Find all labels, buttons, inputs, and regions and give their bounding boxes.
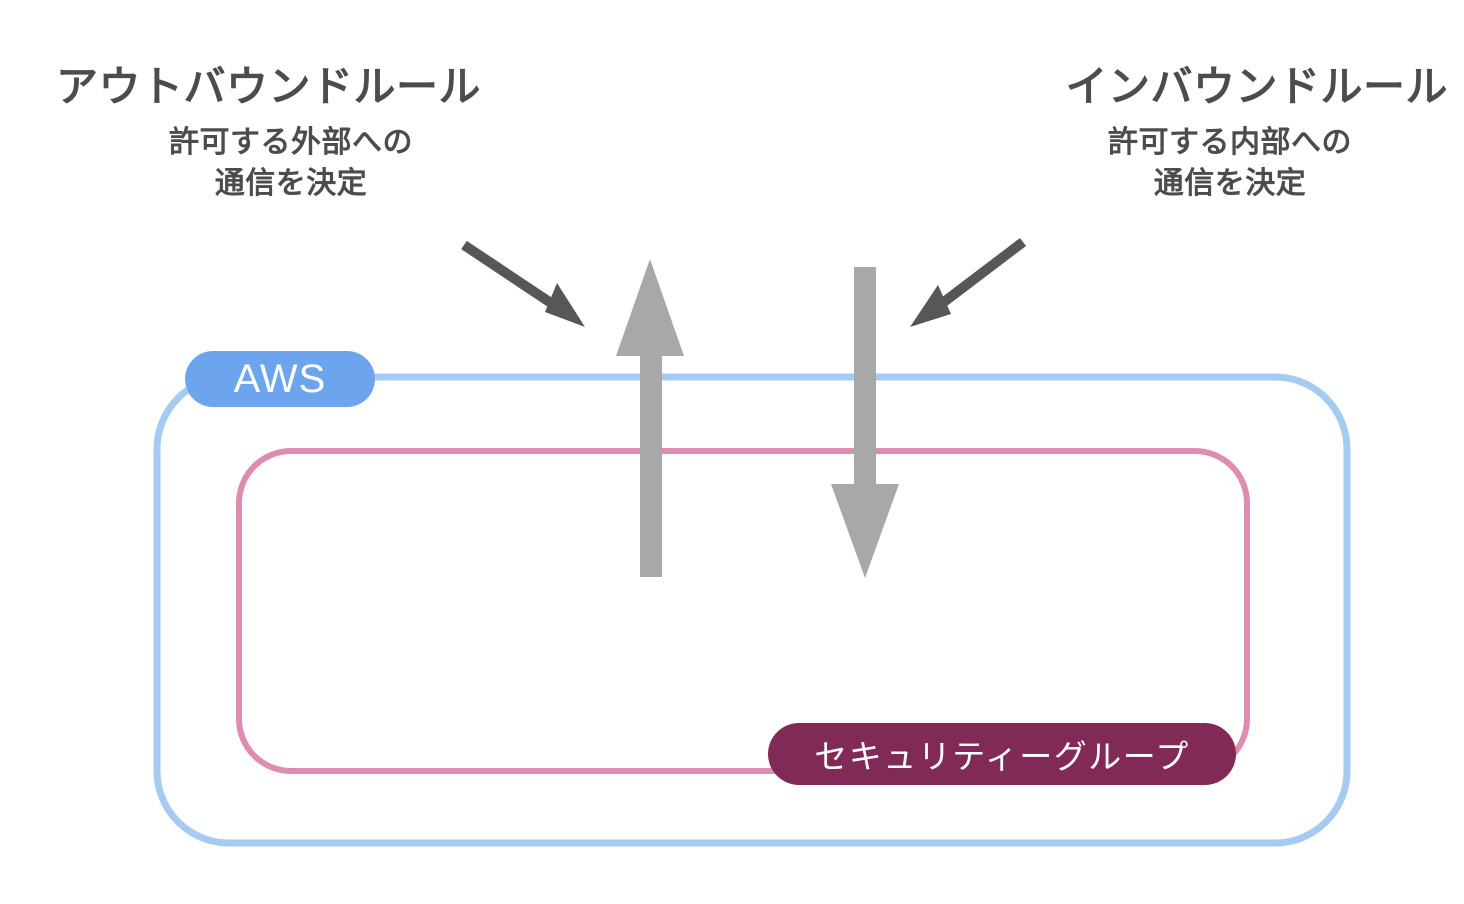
aws-boundary-label: AWS (185, 351, 375, 407)
inbound-annotation: インバウンドルール 許可する内部への 通信を決定 (1012, 62, 1448, 204)
inbound-arrow-down-icon (831, 267, 899, 578)
outbound-arrow-up-icon (616, 259, 684, 577)
outbound-pointer-arrow-icon (461, 240, 585, 327)
outbound-description: 許可する外部への 通信を決定 (56, 122, 526, 205)
aws-boundary-rect (153, 373, 1351, 847)
inbound-description-line-2: 通信を決定 (1153, 166, 1307, 200)
outbound-description-line-1: 許可する外部への (169, 125, 413, 159)
inbound-pointer-arrow-icon (910, 238, 1027, 327)
inbound-description-line-1: 許可する内部への (1108, 125, 1352, 159)
inbound-title: インバウンドルール (1065, 63, 1448, 110)
security-group-label: セキュリティーグループ (768, 723, 1236, 785)
outbound-title: アウトバウンドルール (56, 63, 482, 110)
outbound-annotation: アウトバウンドルール 許可する外部への 通信を決定 (56, 62, 526, 204)
inbound-description: 許可する内部への 通信を決定 (1012, 122, 1448, 205)
security-group-boundary-rect (236, 448, 1250, 774)
outbound-description-line-2: 通信を決定 (214, 166, 368, 200)
